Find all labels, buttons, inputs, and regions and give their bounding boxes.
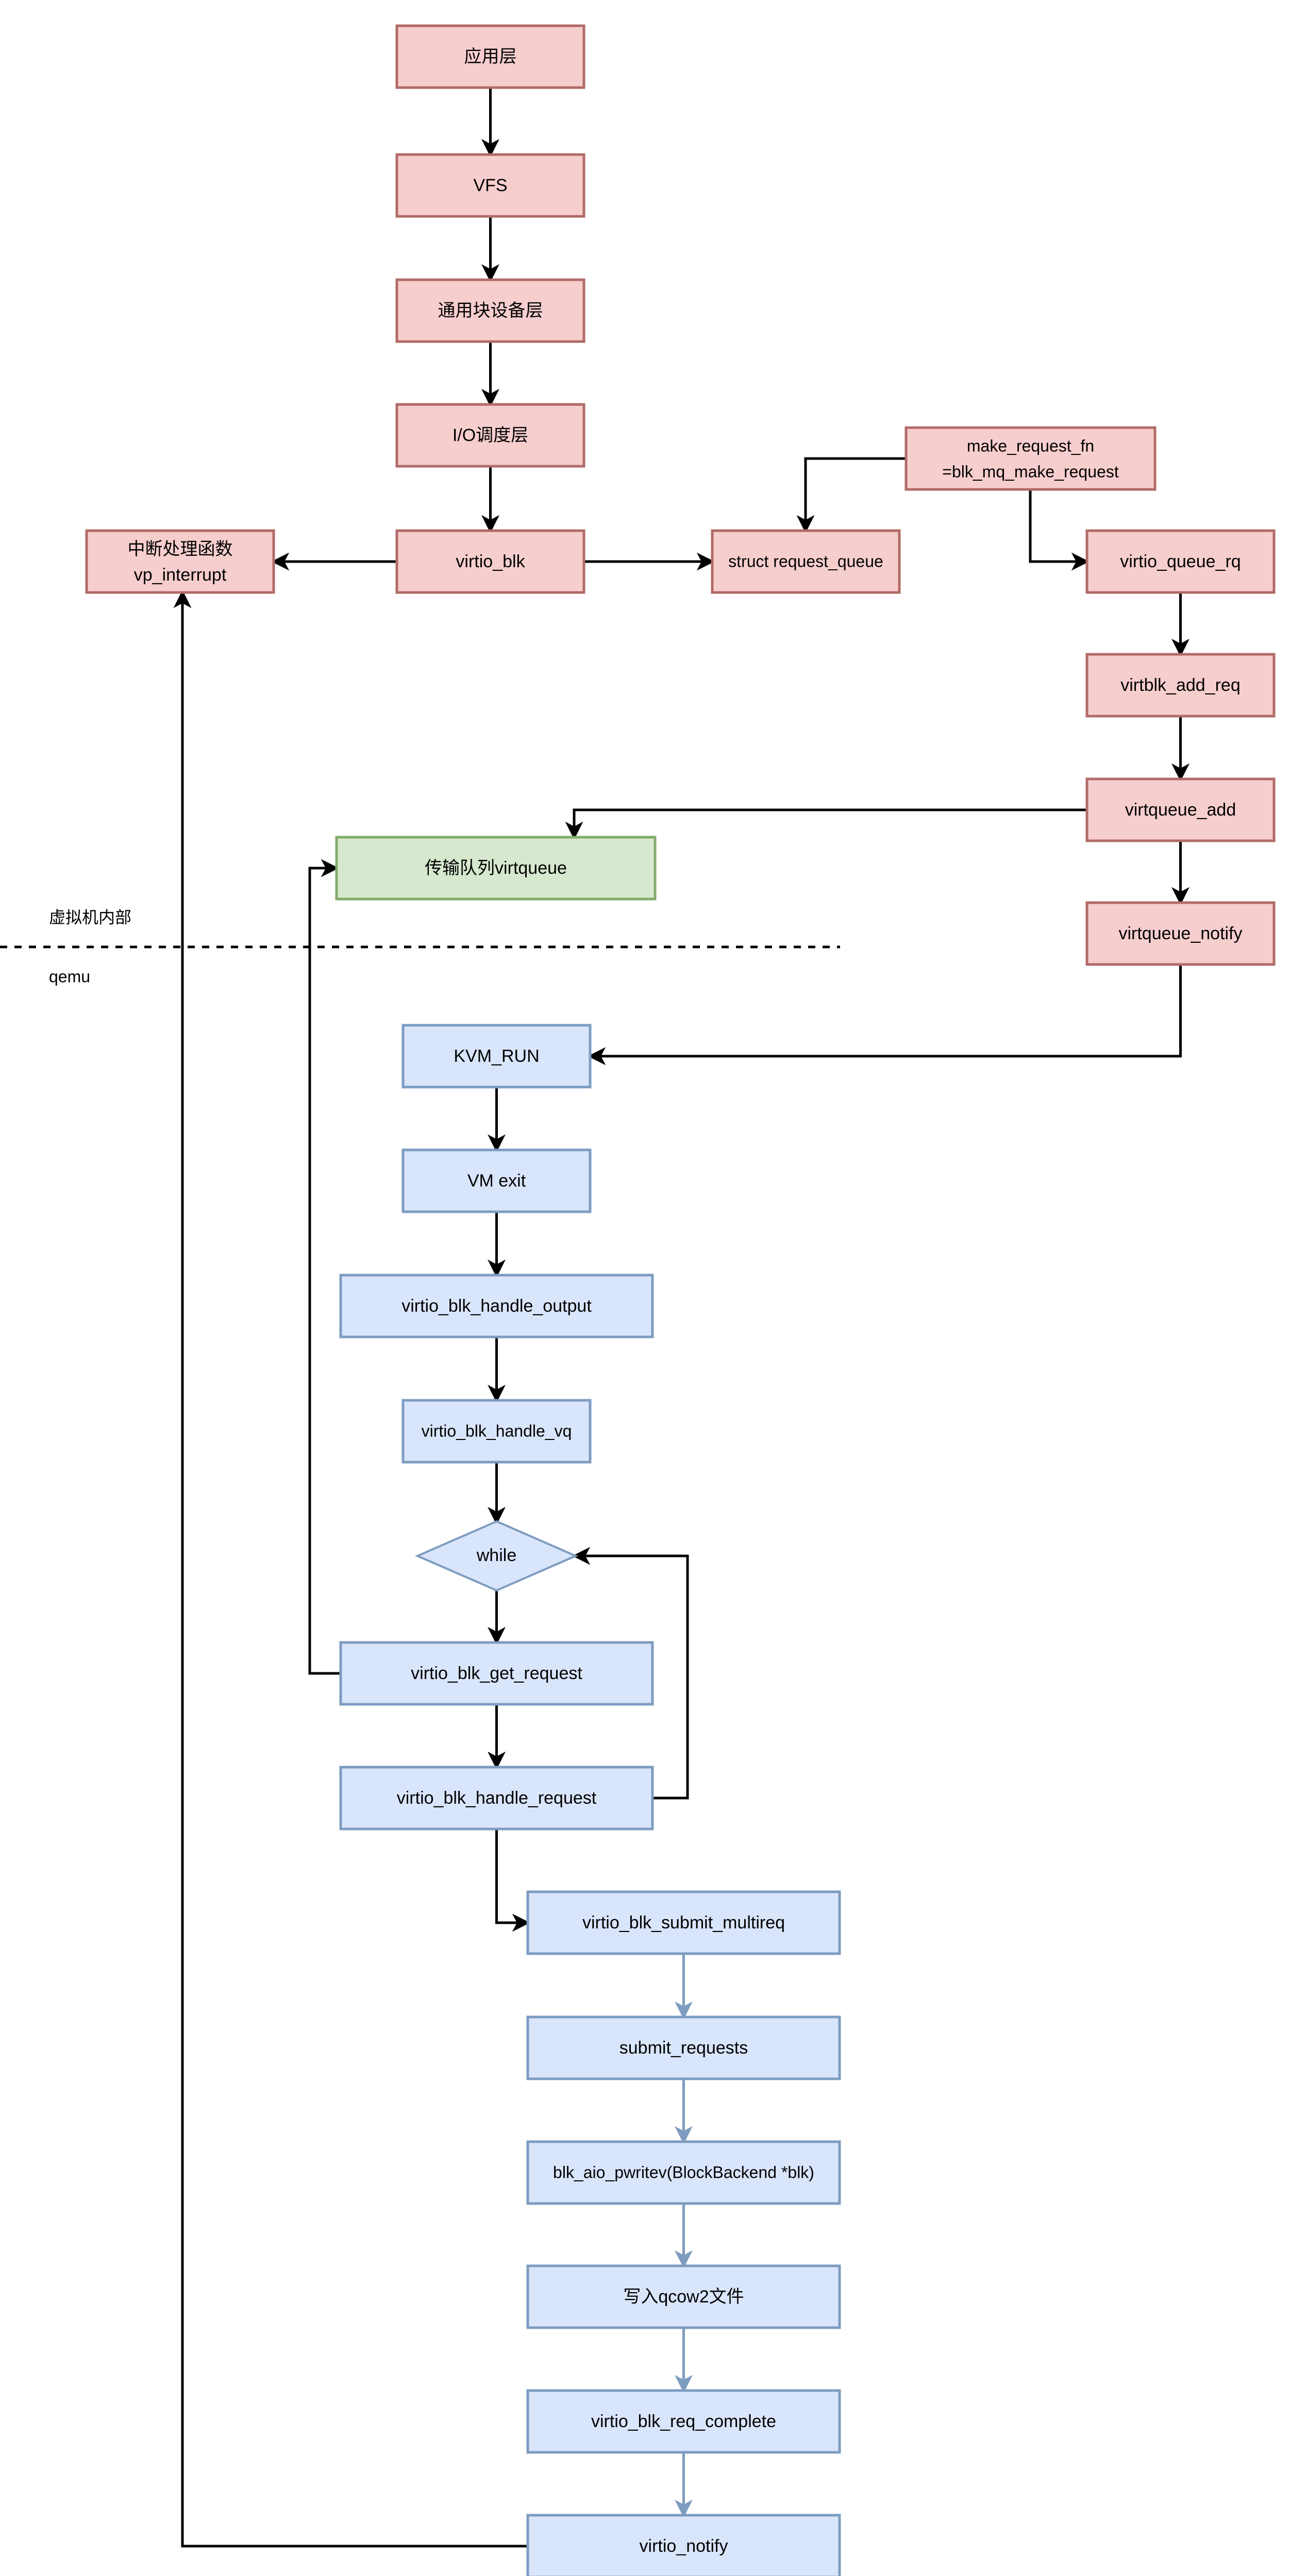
node-virtqueue-notify-label: virtqueue_notify <box>1118 924 1242 943</box>
node-vfs-box[interactable] <box>395 153 585 218</box>
node-vp-interrupt-box[interactable] <box>85 529 275 594</box>
node-virtblk-add-req-box[interactable] <box>1085 653 1276 718</box>
node-virtio-blk-label: virtio_blk <box>456 552 525 571</box>
node-vfs-label: VFS <box>473 176 507 195</box>
node-virtio-blk[interactable]: virtio_blk <box>395 529 585 594</box>
node-virtio-notify[interactable]: virtio_notify <box>526 2514 841 2576</box>
node-app[interactable]: 应用层 <box>395 24 585 89</box>
node-virtio-queue-rq[interactable]: virtio_queue_rq <box>1085 529 1276 594</box>
node-kvm-run-label: KVM_RUN <box>454 1046 539 1066</box>
node-make-request-fn-label-line1: make_request_fn <box>967 436 1094 455</box>
node-blk-aio-pwritev-label: blk_aio_pwritev(BlockBackend *blk) <box>553 2163 814 2181</box>
node-virtio-blk-handle-vq-box[interactable] <box>401 1399 592 1464</box>
node-app-label: 应用层 <box>464 47 517 66</box>
node-write-qcow2-file-box[interactable] <box>526 2264 841 2329</box>
node-vfs[interactable]: VFS <box>395 153 585 218</box>
node-virtio-notify-box[interactable] <box>526 2514 841 2576</box>
node-virtio-queue-rq-box[interactable] <box>1085 529 1276 594</box>
edge-virtqueueadd-to-virtqueue <box>565 808 1087 840</box>
node-virtio-blk-handle-request-label: virtio_blk_handle_request <box>397 1788 597 1808</box>
node-submit-requests-label: submit_requests <box>619 2038 748 2058</box>
node-virtqueue-box[interactable] <box>335 836 657 901</box>
node-virtblk-add-req[interactable]: virtblk_add_req <box>1085 653 1276 718</box>
node-virtio-blk-req-complete-box[interactable] <box>526 2389 841 2454</box>
node-submit-requests[interactable]: submit_requests <box>526 2015 841 2080</box>
node-make-request-fn-label-line2: =blk_mq_make_request <box>942 462 1119 481</box>
edge-makereqfn-to-virtioqueuerq <box>1029 489 1090 571</box>
node-io-scheduler-layer-label: I/O调度层 <box>453 426 528 445</box>
node-struct-request-queue-box[interactable] <box>711 529 901 594</box>
node-virtio-blk-box[interactable] <box>395 529 585 594</box>
node-blk-aio-pwritev[interactable]: blk_aio_pwritev(BlockBackend *blk) <box>526 2140 841 2205</box>
node-make-request-fn-box[interactable] <box>904 426 1157 491</box>
node-app-box[interactable] <box>395 24 585 89</box>
node-virtio-blk-handle-request-box[interactable] <box>339 1766 654 1831</box>
node-virtio-blk-get-request-label: virtio_blk_get_request <box>411 1664 582 1683</box>
node-vm-exit-label: VM exit <box>467 1171 526 1191</box>
node-write-qcow2-file-label: 写入qcow2文件 <box>623 2287 744 2307</box>
node-virtio-blk-handle-request[interactable]: virtio_blk_handle_request <box>339 1766 654 1831</box>
node-virtio-blk-req-complete[interactable]: virtio_blk_req_complete <box>526 2389 841 2454</box>
edge-virtionotify-to-vpinterrupt <box>173 590 528 2548</box>
edge-makereqfn-to-reqqueue <box>796 457 906 533</box>
node-virtqueue-notify[interactable]: virtqueue_notify <box>1085 901 1276 966</box>
node-vp-interrupt[interactable]: 中断处理函数 vp_interrupt <box>85 529 275 594</box>
node-virtio-queue-rq-label: virtio_queue_rq <box>1120 552 1241 571</box>
node-make-request-fn[interactable]: make_request_fn =blk_mq_make_request <box>904 426 1157 491</box>
node-vp-interrupt-label-line2: vp_interrupt <box>134 565 227 585</box>
node-vp-interrupt-label-line1: 中断处理函数 <box>128 539 233 559</box>
node-virtqueue-label: 传输队列virtqueue <box>425 858 567 878</box>
zone-label-guest: 虚拟机内部 <box>49 908 131 926</box>
node-vm-exit-box[interactable] <box>401 1148 592 1213</box>
node-virtio-blk-get-request[interactable]: virtio_blk_get_request <box>339 1641 654 1706</box>
node-blk-aio-pwritev-box[interactable] <box>526 2140 841 2205</box>
node-kvm-run[interactable]: KVM_RUN <box>401 1024 592 1089</box>
node-virtqueue-notify-box[interactable] <box>1085 901 1276 966</box>
edge-virtqueuenotify-to-kvmrun <box>588 964 1182 1065</box>
node-generic-block-layer-label: 通用块设备层 <box>438 301 543 320</box>
node-while[interactable]: while <box>415 1520 578 1592</box>
node-virtqueue-add-label: virtqueue_add <box>1125 800 1236 820</box>
node-virtio-blk-submit-multireq-box[interactable] <box>526 1890 841 1955</box>
node-virtio-blk-handle-output[interactable]: virtio_blk_handle_output <box>339 1274 654 1338</box>
edge-handlerequest-to-while <box>572 1547 689 1800</box>
node-virtio-blk-submit-multireq[interactable]: virtio_blk_submit_multireq <box>526 1890 841 1955</box>
node-virtio-blk-handle-output-label: virtio_blk_handle_output <box>401 1296 592 1316</box>
node-virtio-notify-label: virtio_notify <box>640 2536 728 2556</box>
node-virtqueue[interactable]: 传输队列virtqueue <box>335 836 657 901</box>
node-io-scheduler-layer-box[interactable] <box>395 403 585 468</box>
node-virtio-blk-get-request-box[interactable] <box>339 1641 654 1706</box>
node-virtio-blk-handle-vq-label: virtio_blk_handle_vq <box>422 1421 572 1440</box>
node-submit-requests-box[interactable] <box>526 2015 841 2080</box>
node-write-qcow2-file[interactable]: 写入qcow2文件 <box>526 2264 841 2329</box>
node-struct-request-queue[interactable]: struct request_queue <box>711 529 901 594</box>
node-virtio-blk-handle-output-box[interactable] <box>339 1274 654 1338</box>
zone-label-host: qemu <box>49 967 90 986</box>
nodes-layer: 应用层 VFS 通用块设备层 I/O调度层 virtio_blk <box>85 24 1276 2576</box>
edges-layer <box>173 88 1190 2548</box>
node-virtqueue-add[interactable]: virtqueue_add <box>1085 777 1276 842</box>
node-generic-block-layer-box[interactable] <box>395 278 585 343</box>
node-while-label: while <box>476 1546 516 1565</box>
node-while-diamond[interactable] <box>415 1520 578 1592</box>
node-generic-block-layer[interactable]: 通用块设备层 <box>395 278 585 343</box>
edge-getrequest-to-virtqueue <box>308 859 341 1675</box>
edge-handlerequest-to-submitmultireq <box>495 1829 530 1932</box>
node-kvm-run-box[interactable] <box>401 1024 592 1089</box>
node-virtio-blk-handle-vq[interactable]: virtio_blk_handle_vq <box>401 1399 592 1464</box>
node-virtqueue-add-box[interactable] <box>1085 777 1276 842</box>
node-vm-exit[interactable]: VM exit <box>401 1148 592 1213</box>
node-virtblk-add-req-label: virtblk_add_req <box>1120 675 1240 695</box>
node-struct-request-queue-label: struct request_queue <box>728 552 883 570</box>
node-virtio-blk-submit-multireq-label: virtio_blk_submit_multireq <box>582 1913 785 1933</box>
node-virtio-blk-req-complete-label: virtio_blk_req_complete <box>591 2412 776 2431</box>
node-io-scheduler-layer[interactable]: I/O调度层 <box>395 403 585 468</box>
